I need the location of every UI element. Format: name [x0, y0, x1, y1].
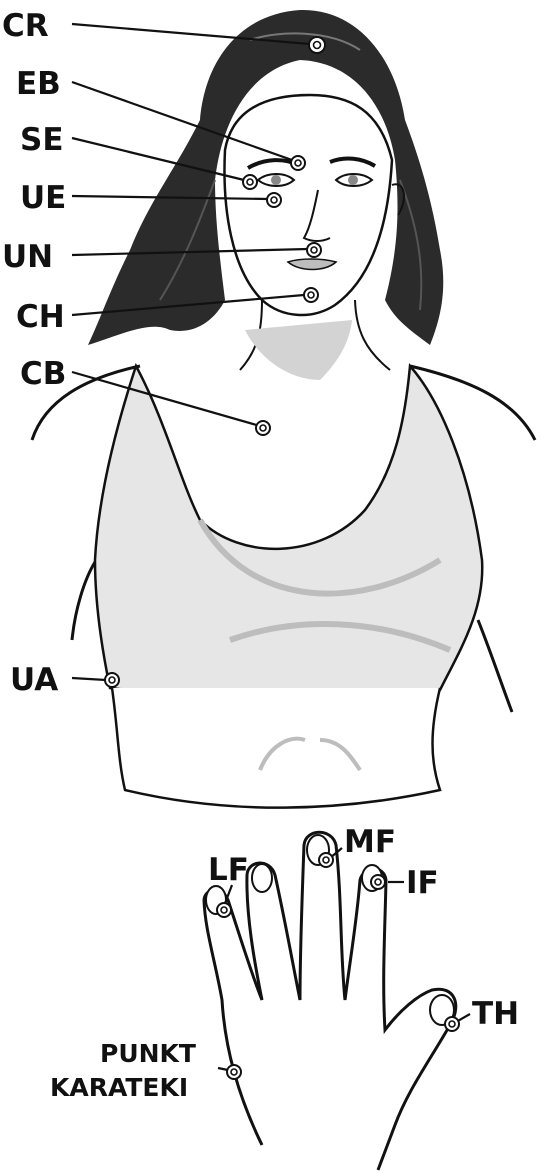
label-un: UN [2, 239, 53, 275]
label-cb: CB [20, 356, 66, 392]
marker-cr [309, 37, 325, 53]
marker-se [243, 175, 257, 189]
label-th: TH [472, 996, 519, 1032]
label-lf: LF [208, 852, 249, 888]
marker-un [307, 243, 321, 257]
marker-cb [256, 421, 270, 435]
label-cr: CR [2, 8, 49, 44]
marker-eb [291, 156, 305, 170]
marker-mf [319, 853, 333, 867]
marker-lf [217, 903, 231, 917]
marker-ue [267, 193, 281, 207]
label-ua: UA [10, 662, 58, 698]
label-eb: EB [16, 66, 61, 102]
marker-ch [304, 288, 318, 302]
label-se: SE [20, 122, 64, 158]
marker-th [445, 1017, 459, 1031]
label-ue: UE [20, 180, 66, 216]
label-karate-line1: PUNKT [100, 1039, 196, 1068]
marker-if [371, 875, 385, 889]
label-karate-line2: KARATEKI [50, 1073, 188, 1102]
torso-illustration [32, 300, 535, 808]
label-if: IF [406, 865, 439, 901]
label-mf: MF [344, 824, 396, 860]
marker-ua [105, 673, 119, 687]
face-illustration [224, 95, 403, 315]
label-ch: CH [16, 299, 65, 335]
marker-karate [227, 1065, 241, 1079]
